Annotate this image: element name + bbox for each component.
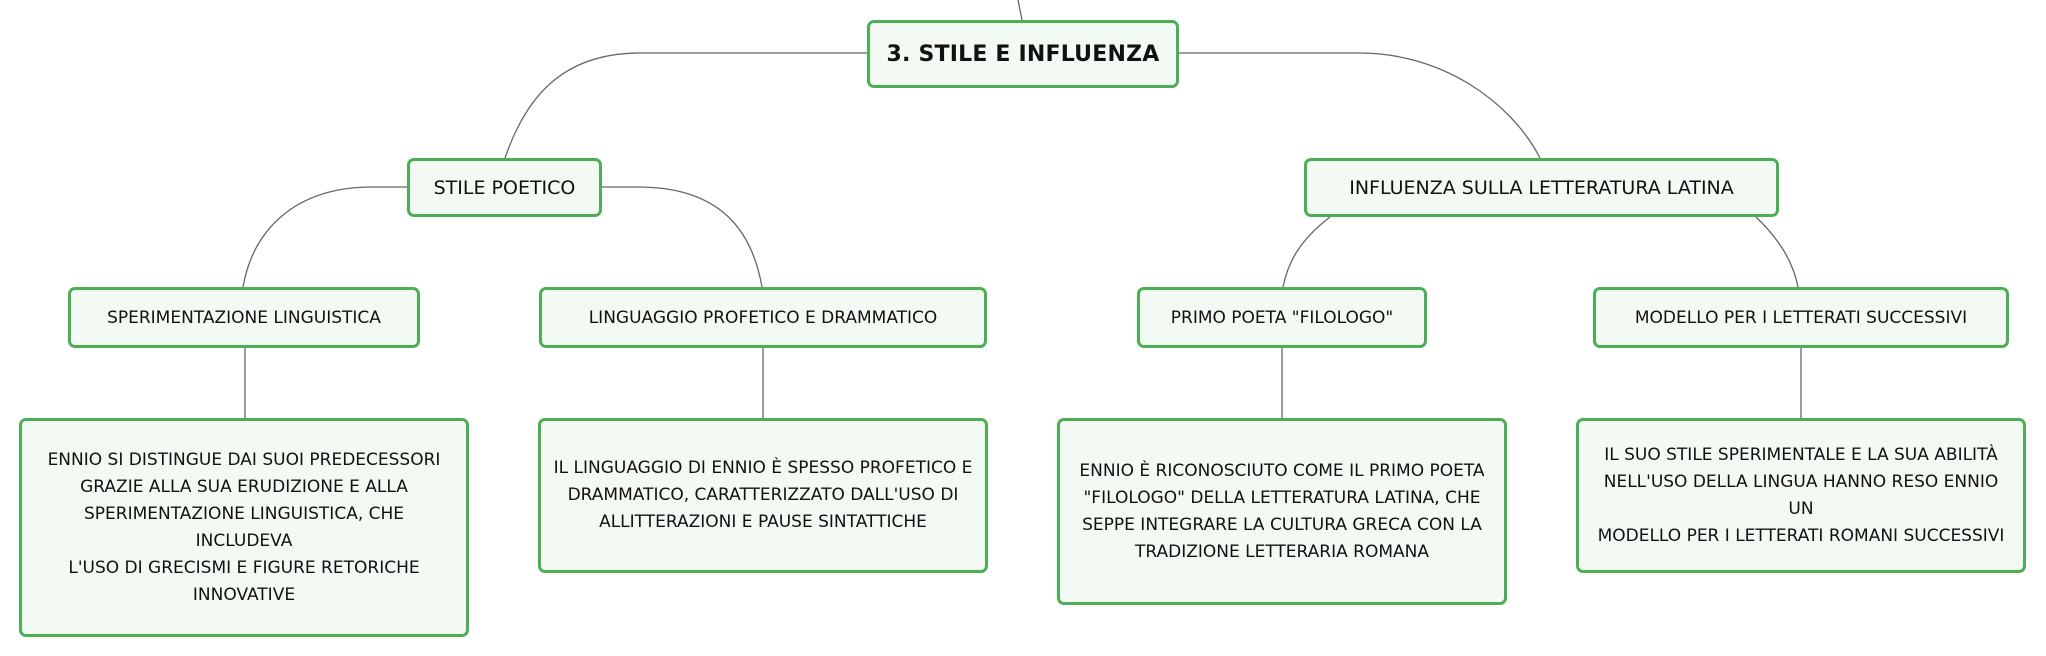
detail-line: IL SUO STILE SPERIMENTALE E LA SUA ABILI…: [1604, 444, 1998, 465]
detail-line: SPERIMENTAZIONE LINGUISTICA, CHE INCLUDE…: [83, 503, 405, 551]
detail-linguaggio-text: IL LINGUAGGIO DI ENNIO È SPESSO PROFETIC…: [554, 455, 973, 536]
detail-modello[interactable]: IL SUO STILE SPERIMENTALE E LA SUA ABILI…: [1576, 418, 2026, 573]
node-linguaggio-label: LINGUAGGIO PROFETICO E DRAMMATICO: [588, 307, 938, 328]
detail-line: GRAZIE ALLA SUA ERUDIZIONE E ALLA: [80, 476, 408, 497]
node-sperimentazione-linguistica[interactable]: SPERIMENTAZIONE LINGUISTICA: [68, 287, 420, 348]
detail-linguaggio[interactable]: IL LINGUAGGIO DI ENNIO È SPESSO PROFETIC…: [538, 418, 988, 573]
node-influenza-letteratura-latina[interactable]: INFLUENZA SULLA LETTERATURA LATINA: [1304, 158, 1779, 217]
connector-stile-linguaggio: [602, 186, 763, 288]
detail-line: "FILOLOGO" DELLA LETTERATURA LATINA, CHE: [1083, 487, 1481, 508]
node-stile-poetico-label: STILE POETICO: [433, 176, 576, 199]
root-node[interactable]: 3. STILE E INFLUENZA: [867, 20, 1179, 88]
node-influenza-label: INFLUENZA SULLA LETTERATURA LATINA: [1349, 176, 1734, 199]
connector-parent-root: [1017, 0, 1023, 21]
detail-line: MODELLO PER I LETTERATI ROMANI SUCCESSIV…: [1597, 525, 2005, 546]
connector-influenza-modello: [1755, 216, 1799, 288]
connector-influenza-filologo: [1282, 216, 1331, 288]
connector-stile-sperimentazione: [242, 186, 407, 288]
detail-filologo-text: ENNIO È RICONOSCIUTO COME IL PRIMO POETA…: [1079, 458, 1484, 566]
connector-root-stile: [504, 52, 869, 159]
detail-line: L'USO DI GRECISMI E FIGURE RETORICHE: [68, 557, 420, 578]
node-filologo-label: PRIMO POETA "FILOLOGO": [1170, 307, 1394, 328]
node-modello-letterati[interactable]: MODELLO PER I LETTERATI SUCCESSIVI: [1593, 287, 2009, 348]
detail-line: ENNIO È RICONOSCIUTO COME IL PRIMO POETA: [1079, 460, 1485, 481]
connector-root-influenza: [1178, 52, 1541, 159]
root-label: 3. STILE E INFLUENZA: [886, 41, 1160, 67]
detail-line: INNOVATIVE: [192, 584, 296, 605]
detail-sperimentazione[interactable]: ENNIO SI DISTINGUE DAI SUOI PREDECESSORI…: [19, 418, 469, 637]
node-sperimentazione-label: SPERIMENTAZIONE LINGUISTICA: [107, 307, 381, 328]
detail-sperimentazione-text: ENNIO SI DISTINGUE DAI SUOI PREDECESSORI…: [34, 447, 454, 609]
detail-modello-text: IL SUO STILE SPERIMENTALE E LA SUA ABILI…: [1591, 442, 2011, 550]
detail-line: ALLITTERAZIONI E PAUSE SINTATTICHE: [599, 512, 927, 532]
detail-line: IL LINGUAGGIO DI ENNIO È SPESSO PROFETIC…: [553, 458, 973, 478]
detail-filologo[interactable]: ENNIO È RICONOSCIUTO COME IL PRIMO POETA…: [1057, 418, 1507, 605]
node-modello-label: MODELLO PER I LETTERATI SUCCESSIVI: [1634, 307, 1968, 328]
detail-line: TRADIZIONE LETTERARIA ROMANA: [1134, 541, 1429, 562]
node-linguaggio-profetico[interactable]: LINGUAGGIO PROFETICO E DRAMMATICO: [539, 287, 987, 348]
detail-line: ENNIO SI DISTINGUE DAI SUOI PREDECESSORI: [47, 449, 441, 470]
detail-line: DRAMMATICO, CARATTERIZZATO DALL'USO DI: [567, 485, 959, 505]
node-primo-poeta-filologo[interactable]: PRIMO POETA "FILOLOGO": [1137, 287, 1427, 348]
detail-line: NELL'USO DELLA LINGUA HANNO RESO ENNIO U…: [1603, 471, 1999, 519]
detail-line: SEPPE INTEGRARE LA CULTURA GRECA CON LA: [1082, 514, 1482, 535]
node-stile-poetico[interactable]: STILE POETICO: [407, 158, 602, 217]
